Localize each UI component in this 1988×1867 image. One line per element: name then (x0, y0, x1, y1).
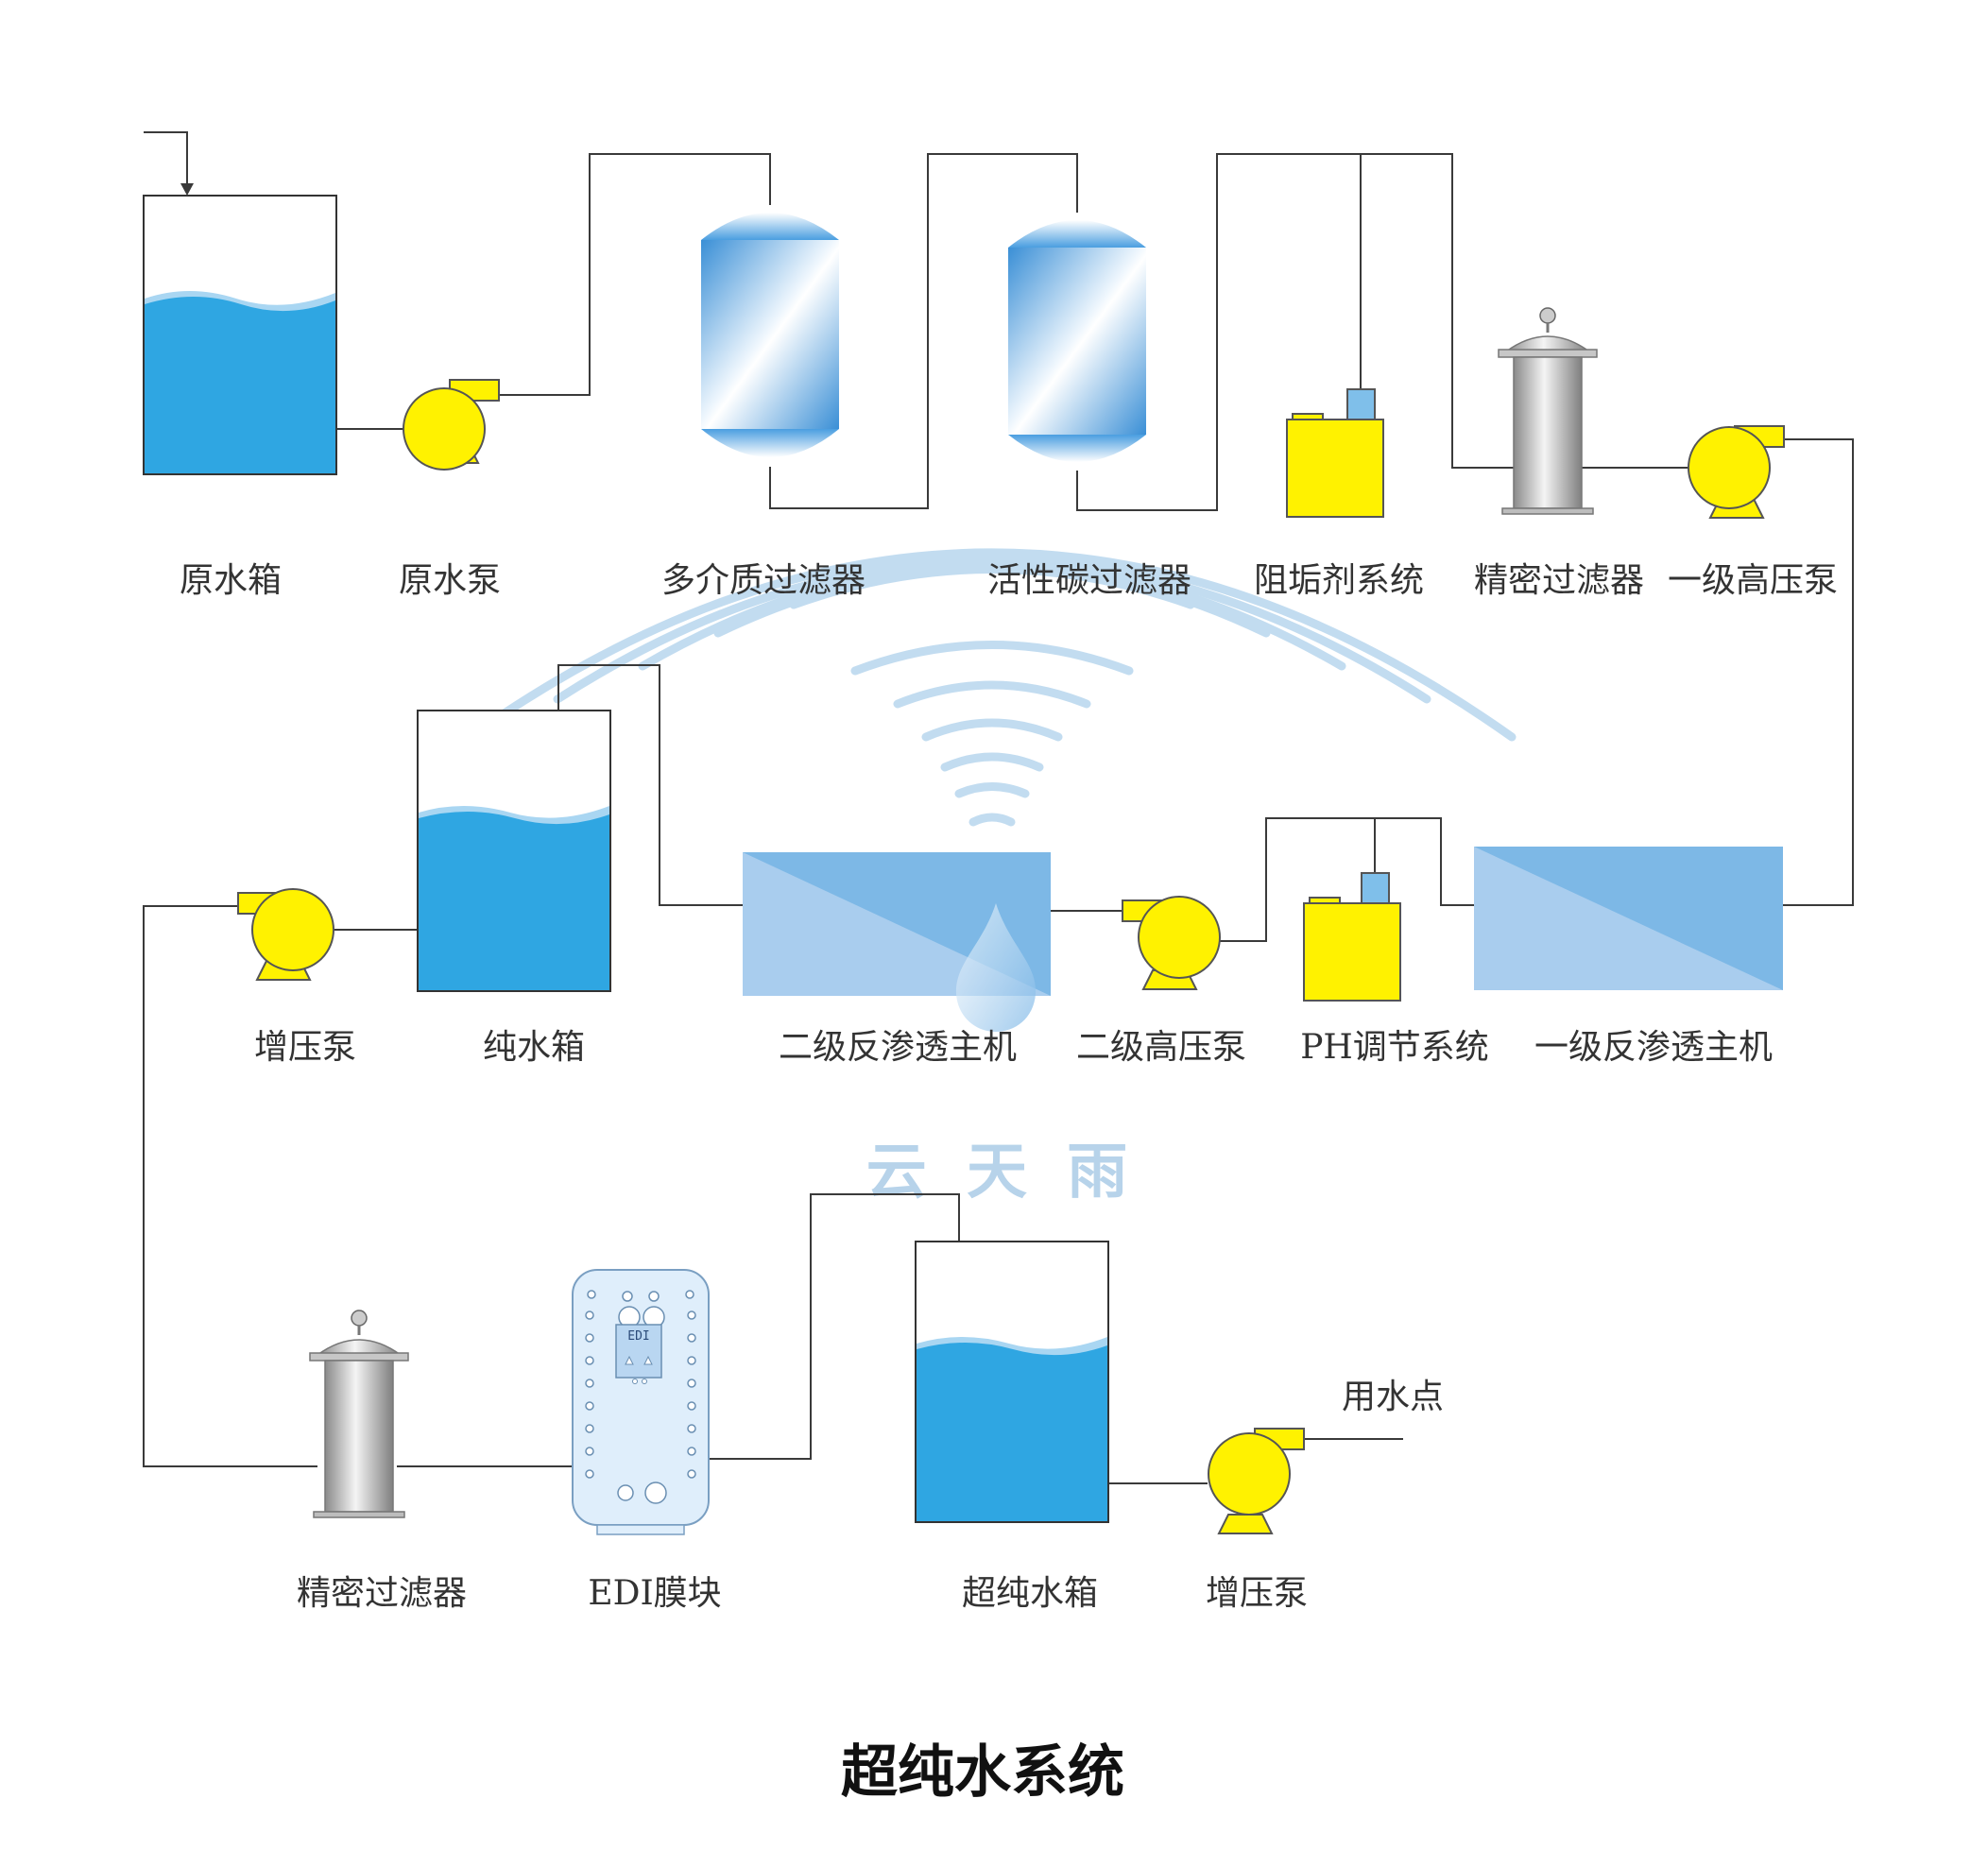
antiscalant-dosing-unit (1286, 388, 1384, 518)
label-pure-tank: 纯水箱 (483, 1028, 585, 1067)
precision-filter-2 (309, 1310, 409, 1518)
label-multimedia-filter: 多介质过滤器 (661, 561, 865, 600)
ultrapure-water-tank (915, 1241, 1109, 1523)
label-use-point: 用水点 (1342, 1378, 1444, 1416)
precision-filter-1 (1498, 307, 1598, 515)
edi-panel-text: EDI (627, 1329, 649, 1344)
edi-module: EDI (572, 1269, 710, 1535)
label-ro-2: 二级反渗透主机 (779, 1028, 1017, 1067)
label-hp-pump-1: 一级高压泵 (1668, 561, 1838, 600)
multimedia-filter-vessel (701, 213, 839, 457)
label-ph-system: PH调节系统 (1300, 1028, 1489, 1067)
label-raw-tank: 原水箱 (180, 561, 282, 600)
label-ultra-tank: 超纯水箱 (962, 1574, 1098, 1613)
label-booster-pump-1: 增压泵 (254, 1028, 356, 1067)
label-raw-pump: 原水泵 (399, 561, 501, 600)
label-antiscalant: 阻垢剂系统 (1254, 561, 1424, 600)
label-edi-module: EDI膜块 (588, 1574, 721, 1613)
booster-pump-1 (237, 888, 334, 981)
booster-pump-2 (1208, 1428, 1305, 1534)
label-booster-pump-2: 增压泵 (1206, 1574, 1308, 1613)
label-carbon-filter: 活性碳过滤器 (987, 561, 1191, 600)
high-pressure-pump-1 (1688, 425, 1785, 519)
label-ro-1: 一级反渗透主机 (1534, 1028, 1773, 1067)
watermark-arcs (465, 548, 1517, 827)
ph-dosing-unit (1303, 872, 1401, 1002)
raw-water-pump (403, 379, 500, 471)
label-precision-filter-2: 精密过滤器 (297, 1574, 467, 1613)
equipment-labels: 原水箱 原水泵 多介质过滤器 活性碳过滤器 阻垢剂系统 精密过滤器 一级高压泵 … (180, 561, 1838, 1613)
ro-unit-1 (1474, 847, 1783, 990)
label-hp-pump-2: 二级高压泵 (1076, 1028, 1246, 1067)
raw-water-tank (143, 195, 337, 475)
pipes (143, 131, 1854, 1484)
label-precision-filter-1: 精密过滤器 (1474, 561, 1644, 600)
pure-water-tank (417, 710, 611, 992)
carbon-filter-vessel (1008, 220, 1146, 462)
high-pressure-pump-2 (1122, 896, 1221, 990)
water-drop-watermark (955, 903, 1037, 1032)
watermark-text: 云 天 雨 (866, 1138, 1138, 1208)
diagram-title: 超纯水系统 (841, 1739, 1124, 1806)
